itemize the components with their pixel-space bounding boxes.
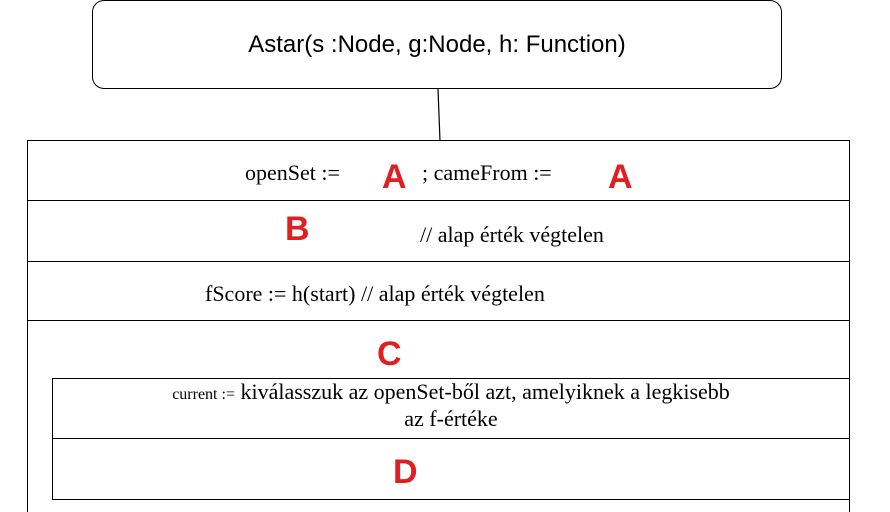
current-description-line1: kiválasszuk az openSet-ből azt, amelyikn…	[240, 379, 730, 404]
marker-a-open-set: A	[382, 158, 407, 196]
row-divider	[27, 140, 850, 141]
connector-line	[437, 89, 441, 141]
came-from-assignment: ; cameFrom :=	[422, 160, 552, 185]
current-assign: current :=	[172, 386, 235, 403]
current-description-line2: az f-értéke	[404, 406, 498, 431]
row-divider	[27, 320, 850, 321]
marker-a-came-from: A	[608, 158, 633, 196]
loop-body-divider	[52, 438, 850, 439]
marker-b: B	[285, 210, 310, 248]
function-signature: Astar(s :Node, g:Node, h: Function)	[248, 30, 626, 58]
open-set-assignment: openSet :=	[245, 160, 340, 185]
current-selection-statement: current := kiválasszuk az openSet-ből az…	[52, 380, 850, 431]
marker-c: C	[377, 335, 402, 373]
gscore-comment: // alap érték végtelen	[420, 222, 604, 247]
fscore-assignment: fScore := h(start) // alap érték végtele…	[205, 281, 545, 306]
function-header-box: Astar(s :Node, g:Node, h: Function)	[92, 0, 782, 89]
loop-body-box	[52, 378, 850, 500]
row-divider	[27, 200, 850, 201]
row-divider	[27, 261, 850, 262]
structogram	[27, 140, 850, 512]
marker-d: D	[393, 453, 418, 491]
